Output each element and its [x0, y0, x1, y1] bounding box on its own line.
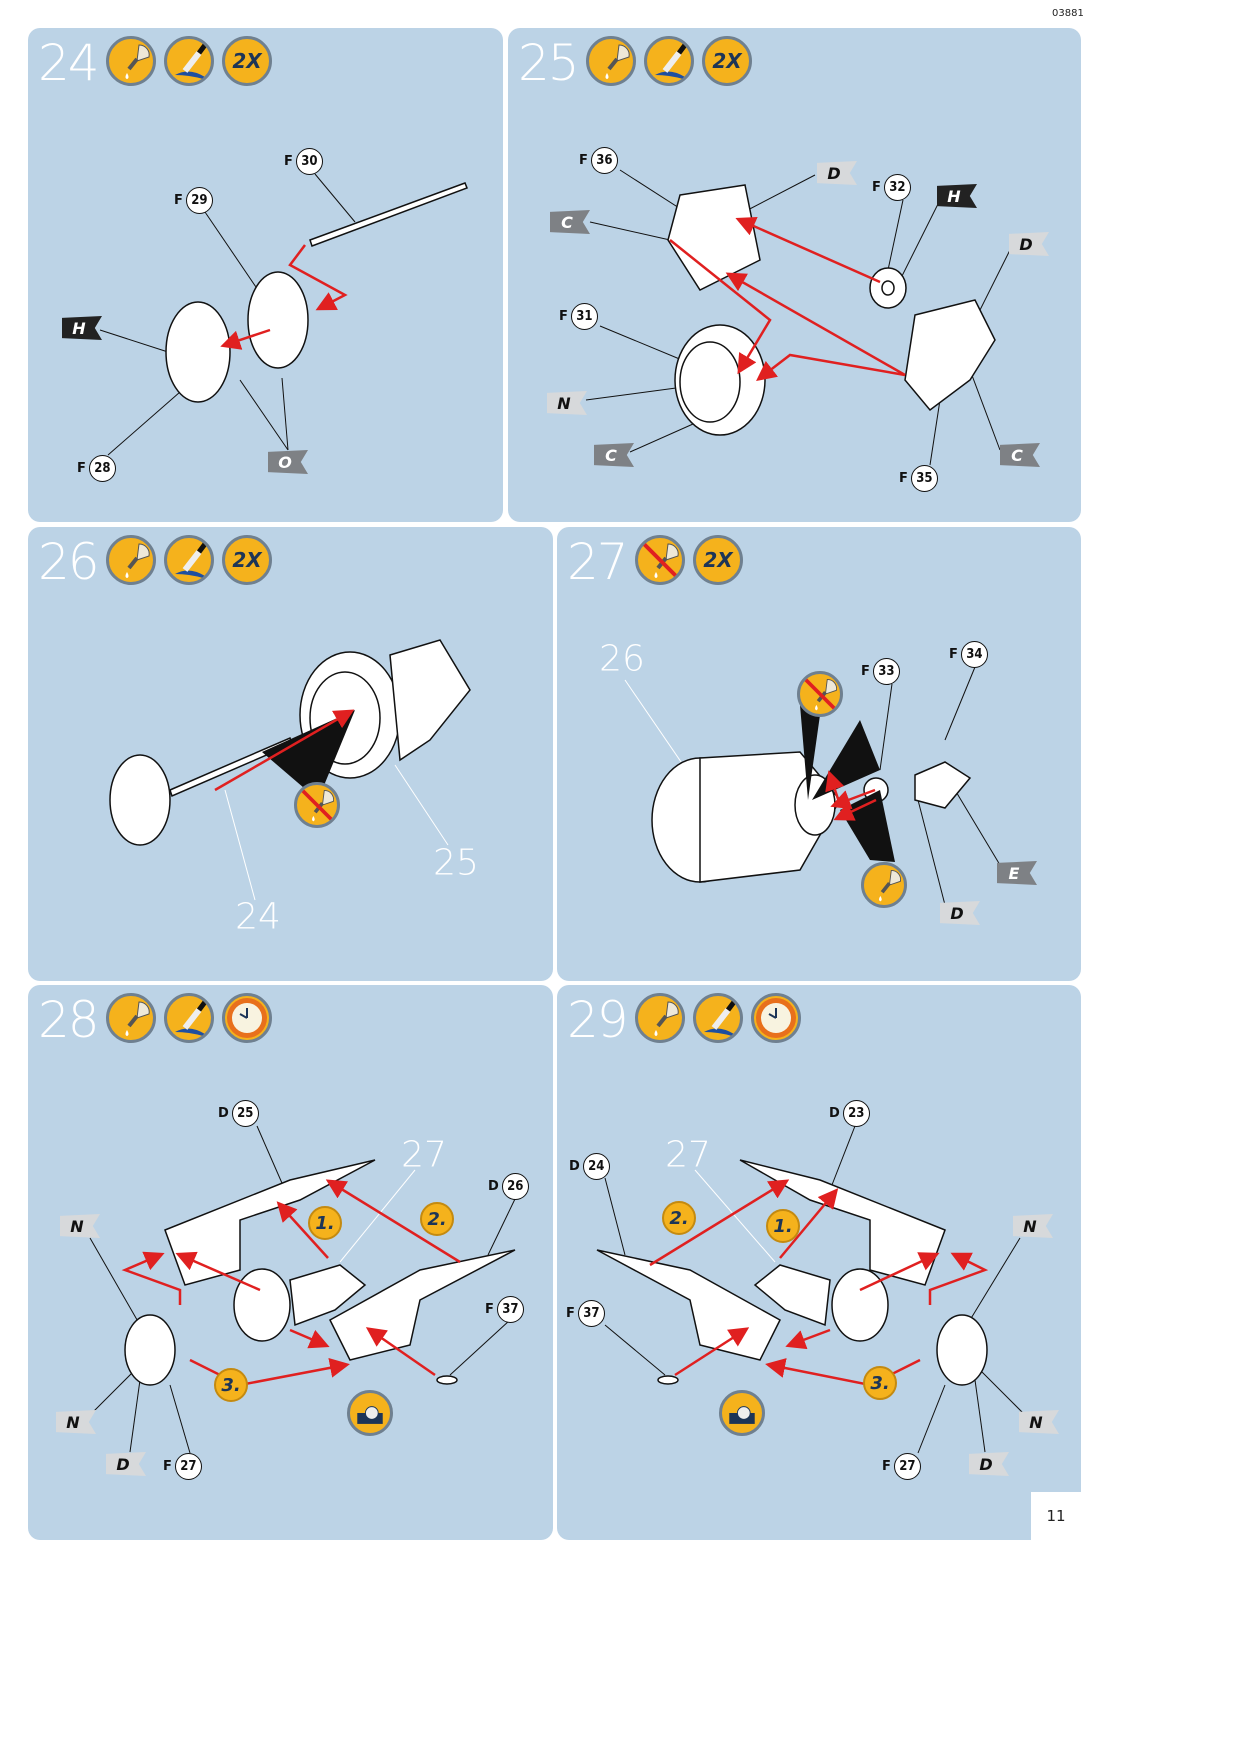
paint-glyph [655, 43, 687, 79]
order-badge: 2. [662, 1201, 696, 1235]
clock-icon [751, 993, 801, 1043]
paint-glyph [175, 542, 207, 578]
clock-glyph [227, 998, 267, 1038]
clock-glyph [756, 998, 796, 1038]
panel-step-27 [557, 527, 1081, 981]
paint-glyph [175, 1000, 207, 1036]
paint-icon [164, 36, 214, 86]
tape-icon [347, 1390, 393, 1436]
glue-glyph [125, 44, 150, 79]
glue-icon [861, 862, 907, 908]
step-reference: 25 [433, 842, 479, 884]
tape-glyph [729, 1406, 755, 1424]
step-number: 25 [518, 34, 580, 92]
clock-icon [222, 993, 272, 1043]
glue-icon [586, 36, 636, 86]
step-number: 29 [567, 991, 629, 1049]
panel-step-25 [508, 28, 1081, 522]
color-flag: N [547, 391, 587, 415]
glue-glyph [654, 1001, 679, 1036]
glue-glyph [125, 543, 150, 578]
paint-icon [693, 993, 743, 1043]
order-badge: 3. [863, 1366, 897, 1400]
order-badge: 2. [420, 1202, 454, 1236]
color-flag: E [997, 861, 1037, 885]
parts-drawings [109, 182, 996, 1386]
doc-code: 03881 [1052, 8, 1084, 19]
no-glue-icon [797, 671, 843, 717]
paint-icon [164, 535, 214, 585]
noglue-glyph [642, 542, 679, 578]
step-reference: 27 [401, 1134, 447, 1176]
twice-icon: 2X [222, 535, 272, 585]
paint-icon [164, 993, 214, 1043]
tape-glyph [357, 1406, 383, 1424]
twice-icon: 2X [702, 36, 752, 86]
glue-icon [106, 535, 156, 585]
step-number: 28 [38, 991, 100, 1049]
glue-icon [106, 993, 156, 1043]
page-number: 11 [1031, 1492, 1081, 1540]
noglue-glyph [301, 789, 334, 822]
assembly-arrows [121, 216, 989, 1387]
panel-step-24 [28, 28, 503, 522]
order-badge: 1. [308, 1206, 342, 1240]
paint-glyph [175, 43, 207, 79]
step-number: 24 [38, 34, 100, 92]
leader-lines [89, 169, 1026, 1454]
noglue-glyph [804, 678, 837, 711]
no-glue-icon [294, 782, 340, 828]
paint-glyph [704, 1000, 736, 1036]
step-reference: 26 [599, 638, 645, 680]
glue-icon [635, 993, 685, 1043]
glue-icon [106, 36, 156, 86]
no-glue-icon [635, 535, 685, 585]
paint-icon [644, 36, 694, 86]
step-reference: 24 [235, 896, 281, 938]
order-badge: 1. [766, 1209, 800, 1243]
glue-glyph [125, 1001, 150, 1036]
glue-glyph [879, 869, 901, 902]
tape-icon [719, 1390, 765, 1436]
step-number: 26 [38, 533, 100, 591]
color-flag: D [106, 1452, 146, 1476]
step-reference: 27 [665, 1134, 711, 1176]
twice-icon: 2X [222, 36, 272, 86]
step-number: 27 [567, 533, 629, 591]
color-flag: O [268, 450, 308, 474]
twice-icon: 2X [693, 535, 743, 585]
glue-glyph [605, 44, 630, 79]
ref-lines [224, 679, 776, 1263]
order-badge: 3. [214, 1368, 248, 1402]
